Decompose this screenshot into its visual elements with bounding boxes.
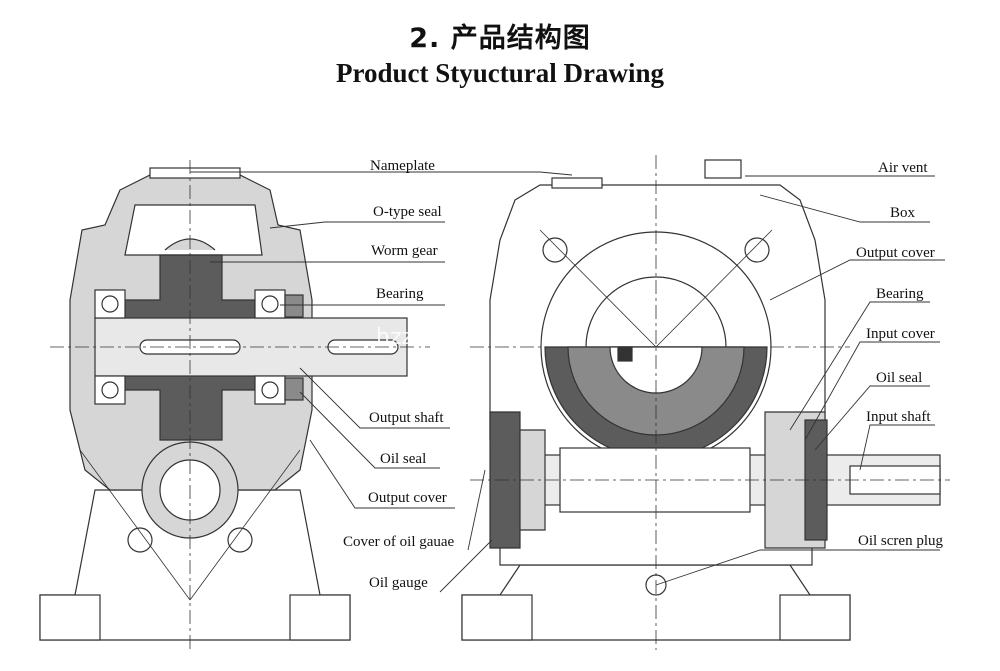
label-output-cover-right: Output cover [856,245,935,261]
label-output-cover-left: Output cover [368,490,447,506]
air-vent-plug [704,159,742,179]
label-oil-seal-left: Oil seal [380,451,426,467]
label-bearing-left: Bearing [376,286,424,302]
title-english: Product Styuctural Drawing [336,58,664,88]
watermark: hzzydd.en.com [376,325,542,350]
label-input-shaft: Input shaft [866,409,931,425]
label-air-vent: Air vent [878,160,928,176]
label-worm-gear: Worm gear [371,243,438,259]
title-chinese: 2. 产品结构图 [409,23,591,54]
nameplate-plate-right [551,177,603,189]
left-base-foot-left [39,594,101,641]
label-output-shaft: Output shaft [369,410,444,426]
left-base-foot-right [289,594,351,641]
label-oil-gauge: Oil gauge [369,575,428,591]
right-section-view [461,155,950,650]
left-inner-cavity [124,204,263,256]
label-oil-seal-right: Oil seal [876,370,922,386]
label-cover-of-oil-gauge: Cover of oil gauae [343,534,455,550]
label-o-type-seal: O-type seal [373,204,442,220]
right-base-foot-right [779,594,851,641]
label-input-cover: Input cover [866,326,935,342]
bearings-left-view [94,289,304,405]
nameplate-plate-left [149,167,241,179]
right-base-foot-left [461,594,533,641]
label-box: Box [890,205,916,221]
label-bearing-right: Bearing [876,286,924,302]
label-oil-screen-plug: Oil scren plug [858,533,943,549]
leader-lines [190,171,945,593]
label-nameplate: Nameplate [370,158,435,174]
left-section-view [39,160,430,650]
